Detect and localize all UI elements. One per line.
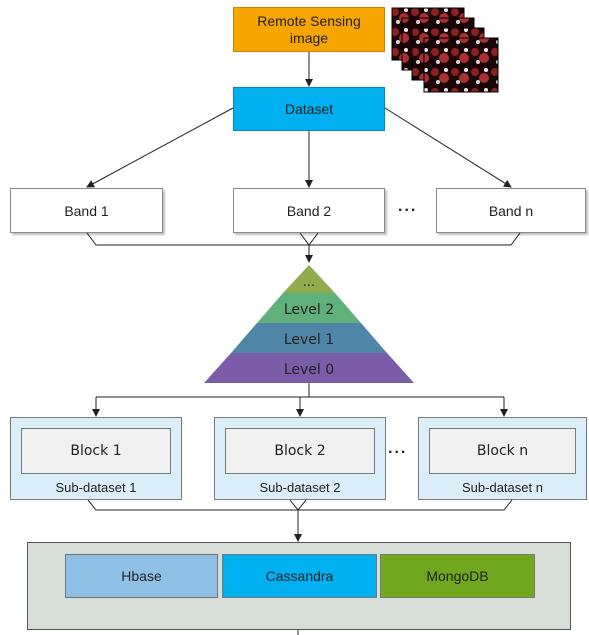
- pyramid-label-level-0: Level 0: [284, 362, 334, 378]
- block-ellipsis: ...: [388, 440, 408, 457]
- block-n-label: Block n: [476, 443, 529, 459]
- band-n-box: Band n: [436, 188, 586, 233]
- hbase-box: Hbase: [65, 554, 218, 598]
- block-n-box: Block n: [429, 428, 576, 474]
- pyramid-level-2: [257, 293, 361, 323]
- band-2-box: Band 2: [233, 188, 385, 233]
- dataset-label: Dataset: [284, 101, 334, 117]
- band-ellipsis: ...: [398, 198, 418, 215]
- band-1-label: Band 1: [64, 202, 109, 219]
- block-1-label: Block 1: [70, 443, 122, 459]
- sub-dataset-2: Block 2 Sub-dataset 2: [214, 417, 386, 500]
- cassandra-label: Cassandra: [265, 568, 334, 584]
- cassandra-box: Cassandra: [222, 554, 377, 598]
- mongodb-box: MongoDB: [380, 554, 535, 598]
- sub-dataset-1-label: Sub-dataset 1: [55, 480, 137, 495]
- block-2-box: Block 2: [225, 428, 375, 474]
- pyramid-label-level-2: Level 2: [284, 302, 334, 318]
- pyramid-level-top: [283, 265, 335, 293]
- source-label-line2: image: [289, 29, 329, 46]
- block-1-box: Block 1: [21, 428, 171, 474]
- pyramid-level-1: [231, 323, 387, 353]
- hbase-label: Hbase: [121, 568, 162, 584]
- pyramid: ... Level 2 Level 1 Level 0: [204, 265, 414, 383]
- dataset-box: Dataset: [233, 87, 385, 131]
- pyramid-label-top: ...: [303, 275, 315, 290]
- band-n-label: Band n: [488, 202, 534, 219]
- remote-sensing-image-stack: [391, 7, 499, 93]
- sub-dataset-n-label: Sub-dataset n: [462, 480, 543, 495]
- source-label-line1: Remote Sensing: [257, 12, 361, 29]
- pyramid-label-level-1: Level 1: [284, 332, 334, 348]
- remote-sensing-image-box: Remote Sensing image: [233, 7, 385, 52]
- mongodb-label: MongoDB: [426, 568, 489, 584]
- sub-dataset-n: Block n Sub-dataset n: [418, 417, 587, 500]
- band-1-box: Band 1: [10, 188, 163, 233]
- pyramid-level-0: [204, 353, 414, 383]
- band-2-label: Band 2: [286, 202, 332, 219]
- block-2-label: Block 2: [274, 443, 326, 459]
- storage-container: Hbase Cassandra MongoDB: [27, 542, 571, 630]
- sub-dataset-1: Block 1 Sub-dataset 1: [10, 417, 182, 500]
- sub-dataset-2-label: Sub-dataset 2: [259, 480, 341, 495]
